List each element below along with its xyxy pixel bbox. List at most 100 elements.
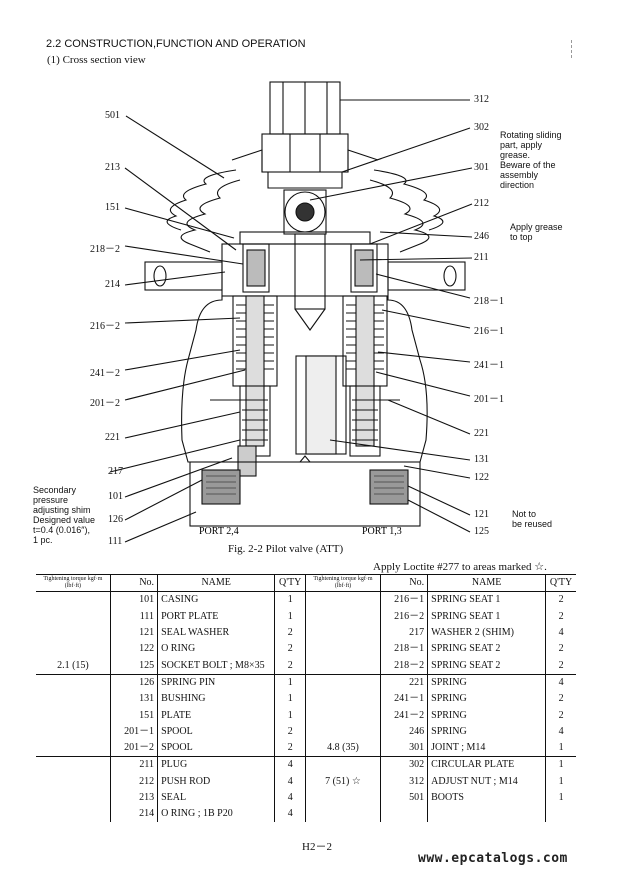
torque-cell bbox=[36, 591, 111, 609]
part-no-cell: 218－2 bbox=[380, 657, 429, 675]
part-name-cell: PORT PLATE bbox=[157, 608, 276, 625]
part-qty-cell: 2 bbox=[558, 610, 564, 622]
part-qty-cell: 2 bbox=[274, 624, 307, 642]
parts-table-header: Tightening torque kgf·m (lbf·ft) No. NAM… bbox=[36, 574, 576, 593]
watermark: www.epcatalogs.com bbox=[418, 851, 568, 866]
figure-caption: Fig. 2-2 Pilot valve (ATT) bbox=[228, 543, 344, 555]
part-label-221-left: 221 bbox=[105, 432, 120, 443]
part-no-cell: 211 bbox=[110, 756, 159, 774]
part-qty-cell: 1 bbox=[274, 707, 307, 724]
part-label-312: 312 bbox=[474, 94, 489, 105]
part-name-cell: SPRING SEAT 2 bbox=[427, 641, 547, 658]
part-label-241-2: 241－2 bbox=[90, 368, 120, 379]
part-name-cell: CIRCULAR PLATE bbox=[427, 756, 547, 774]
part-name-cell: SPRING bbox=[427, 723, 547, 740]
part-qty-cell: 2 bbox=[545, 591, 576, 609]
torque-cell bbox=[305, 691, 381, 708]
torque-cell bbox=[36, 789, 111, 807]
part-no-cell: 125 bbox=[110, 657, 159, 675]
pilot-valve-cross-section: PORT 2,4 PORT 1,3 bbox=[109, 81, 473, 543]
part-no-cell: 302 bbox=[380, 756, 429, 774]
part-label-211: 211 bbox=[474, 252, 489, 263]
part-no-cell bbox=[380, 806, 429, 823]
torque-cell bbox=[36, 673, 111, 692]
part-qty-cell: 2 bbox=[558, 659, 564, 671]
torque-cell bbox=[305, 789, 381, 807]
header-name-left: NAME bbox=[157, 574, 276, 593]
part-name-cell: SEAL bbox=[157, 789, 276, 807]
part-qty-cell: 2 bbox=[274, 657, 307, 675]
part-name-cell: PLUG bbox=[157, 756, 276, 774]
part-name-cell: SPRING bbox=[427, 707, 547, 724]
torque-cell bbox=[36, 723, 111, 740]
part-name-cell: BUSHING bbox=[157, 691, 276, 708]
part-qty-cell bbox=[546, 806, 576, 822]
header-qty-left: Q'TY bbox=[274, 574, 307, 593]
torque-cell bbox=[36, 641, 111, 658]
part-label-241-1: 241－1 bbox=[474, 360, 504, 371]
boots-left bbox=[180, 179, 241, 253]
part-qty-cell: 4 bbox=[558, 725, 564, 737]
part-qty-cell: 1 bbox=[274, 608, 307, 625]
section-subheading: (1) Cross section view bbox=[47, 54, 146, 66]
port-plate-shape bbox=[189, 461, 421, 527]
part-no-cell: 101 bbox=[110, 591, 159, 609]
part-qty-cell: 4 bbox=[545, 673, 576, 692]
part-no-cell: 126 bbox=[110, 673, 159, 692]
part-name-cell: CASING bbox=[157, 591, 276, 609]
part-name-cell: SPOOL bbox=[157, 739, 276, 757]
part-label-216-2: 216－2 bbox=[90, 321, 120, 332]
note-not-reused: Not to be reused bbox=[512, 509, 553, 529]
part-name-cell: SPRING SEAT 1 bbox=[427, 608, 547, 625]
part-no-cell: 121 bbox=[110, 624, 159, 642]
part-name-cell: WASHER 2 (SHIM) bbox=[427, 624, 547, 642]
header-no-right: No. bbox=[380, 574, 429, 593]
part-name-cell bbox=[427, 806, 547, 823]
torque-cell bbox=[305, 591, 381, 609]
note-rotating-sliding: Rotating sliding part, apply grease. Bew… bbox=[500, 130, 562, 190]
part-no-cell: 246 bbox=[380, 723, 429, 740]
part-label-246: 246 bbox=[474, 231, 489, 242]
part-qty-cell: 2 bbox=[274, 641, 307, 658]
part-no-cell: 151 bbox=[110, 707, 159, 724]
part-label-212: 212 bbox=[474, 198, 489, 209]
header-no-left: No. bbox=[110, 574, 159, 593]
parts-table: Tightening torque kgf·m (lbf·ft) No. NAM… bbox=[36, 574, 576, 823]
part-label-301: 301 bbox=[474, 162, 489, 173]
part-no-cell: 212 bbox=[110, 773, 159, 790]
spool-right bbox=[342, 243, 388, 457]
torque-cell bbox=[36, 707, 111, 724]
part-name-cell: SPRING PIN bbox=[157, 673, 276, 692]
part-qty-cell: 2 bbox=[274, 739, 307, 757]
part-label-131: 131 bbox=[474, 454, 489, 465]
part-name-cell: O RING bbox=[157, 641, 276, 658]
part-label-201-2: 201－2 bbox=[90, 398, 120, 409]
part-no-cell: 201－2 bbox=[110, 739, 159, 757]
port-label-right: PORT 1,3 bbox=[362, 526, 402, 537]
header-torque-right: Tightening torque kgf·m (lbf·ft) bbox=[305, 574, 381, 593]
part-name-cell: PLATE bbox=[157, 707, 276, 724]
torque-cell bbox=[305, 608, 381, 625]
part-no-cell: 241－1 bbox=[380, 691, 429, 708]
part-qty-cell: 1 bbox=[274, 591, 307, 609]
part-no-cell: 131 bbox=[110, 691, 159, 708]
part-label-126: 126 bbox=[108, 514, 123, 525]
torque-cell: 7 (51) ☆ bbox=[305, 773, 381, 790]
part-qty-cell: 1 bbox=[274, 691, 307, 708]
header-qty-right: Q'TY bbox=[545, 574, 576, 593]
part-label-217: 217 bbox=[108, 466, 123, 477]
part-no-cell: 301 bbox=[380, 739, 429, 757]
page-number: H2－2 bbox=[302, 841, 332, 853]
part-qty-cell: 4 bbox=[274, 806, 307, 823]
port-label-left: PORT 2,4 bbox=[199, 526, 239, 537]
torque-cell: 2.1 (15) bbox=[36, 657, 111, 675]
part-label-101: 101 bbox=[108, 491, 123, 502]
part-no-cell: 214 bbox=[110, 806, 159, 823]
